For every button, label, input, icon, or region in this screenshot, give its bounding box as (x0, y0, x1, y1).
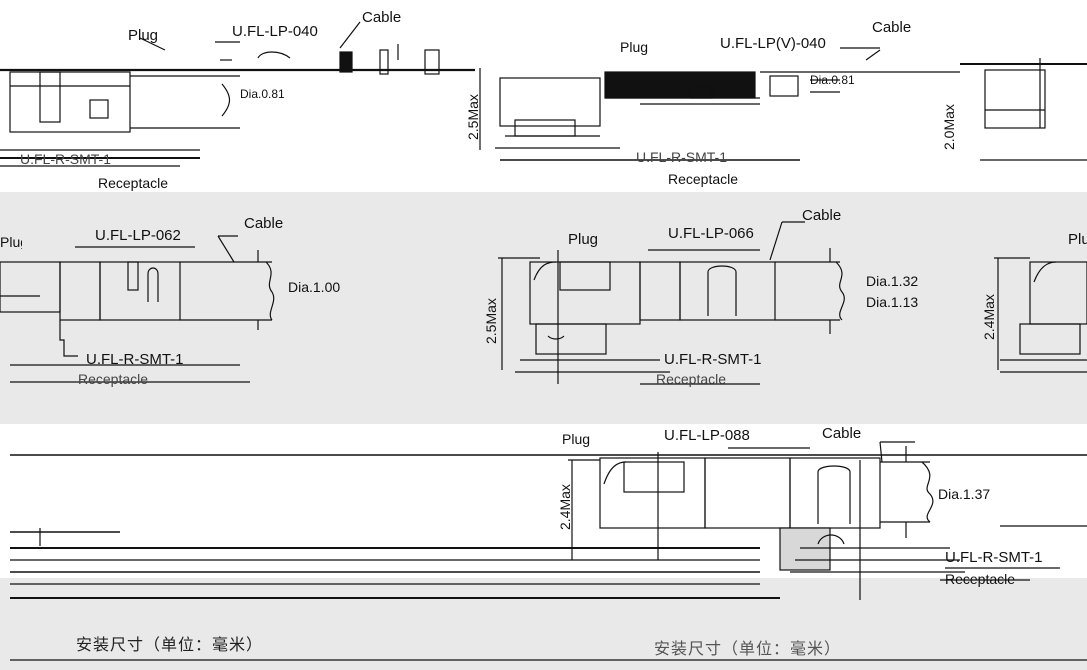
row2-left-drawing (0, 235, 275, 366)
row2-right-height-label: 2.4Max (981, 294, 997, 340)
row2-left-dia-label: Dia.1.00 (288, 279, 341, 295)
row2-middle-receptacle-part: U.FL-R-SMT-1 (664, 351, 762, 368)
row2-left-part-label: U.FL-LP-062 (95, 227, 181, 244)
row2-left-cable-label: Cable (244, 215, 284, 232)
row2-right-plug-label: Plug (1068, 232, 1087, 247)
row1-left-part-label: U.FL-LP-040 (232, 23, 318, 40)
row3-part-label: U.FL-LP-088 (664, 427, 750, 444)
row3-height-label: 2.4Max (558, 484, 573, 530)
row1-left-plug-label: Plug (128, 27, 159, 44)
row2-middle-part-label: U.FL-LP-066 (668, 225, 754, 242)
row2-middle-dia2-label: Dia.1.13 (866, 294, 919, 310)
band-row3-bottom (0, 578, 1087, 670)
row2-middle-height-label: 2.5Max (483, 298, 499, 344)
row2-middle-receptacle-label: Receptacle (656, 371, 727, 387)
row2-middle-drawing (498, 221, 845, 384)
row1-left-receptacle-label: Receptacle (98, 175, 169, 191)
row1-left-dia-label: Dia.0.81 (240, 87, 285, 101)
row1-right-height-label: 2.5Max (465, 94, 481, 140)
row2-right-drawing (994, 257, 1087, 373)
row2-middle-plug-label: Plug (568, 231, 599, 248)
row3-left-lines (10, 525, 1087, 599)
footer-right-caption: 安装尺寸（单位：毫米） (654, 641, 842, 658)
row1-right-drawing (479, 47, 1087, 161)
row2-left-receptacle-label: Receptacle (78, 371, 149, 387)
row1-left-drawing (0, 21, 475, 167)
footer-left-caption: 安装尺寸（单位：毫米） (76, 637, 264, 654)
row2-middle-dia1-label: Dia.1.32 (866, 273, 919, 289)
row3-receptacle-label: Receptacle (945, 571, 1016, 587)
row1-right-dia-label: Dia.0.81 (810, 73, 855, 87)
row2-left-plug-label: Plug (0, 235, 22, 249)
row3-plug-label: Plug (562, 431, 591, 447)
row2-left-receptacle-part: U.FL-R-SMT-1 (86, 351, 184, 368)
row2-middle-cable-label: Cable (802, 207, 842, 224)
band-row2 (0, 192, 1087, 424)
row3-cable-label: Cable (822, 425, 862, 442)
band-row1-top (0, 0, 1087, 28)
row1-right-part-label: U.FL-LP(V)-040 (720, 35, 826, 52)
row3-dia-label: Dia.1.37 (938, 486, 991, 502)
row1-right-receptacle-part: U.FL-R-SMT-1 (636, 149, 727, 165)
row1-right-cable-label: Cable (872, 19, 912, 36)
row1-left-receptacle-part: U.FL-R-SMT-1 (20, 151, 111, 167)
row1-right-receptacle-label: Receptacle (668, 171, 739, 187)
row1-left-cable-label: Cable (362, 9, 402, 26)
row3-drawing (568, 441, 1060, 600)
row1-edge-height-label: 2.0Max (941, 104, 957, 150)
row1-right-plug-label: Plug (620, 39, 649, 55)
row3-receptacle-part: U.FL-R-SMT-1 (945, 549, 1043, 566)
